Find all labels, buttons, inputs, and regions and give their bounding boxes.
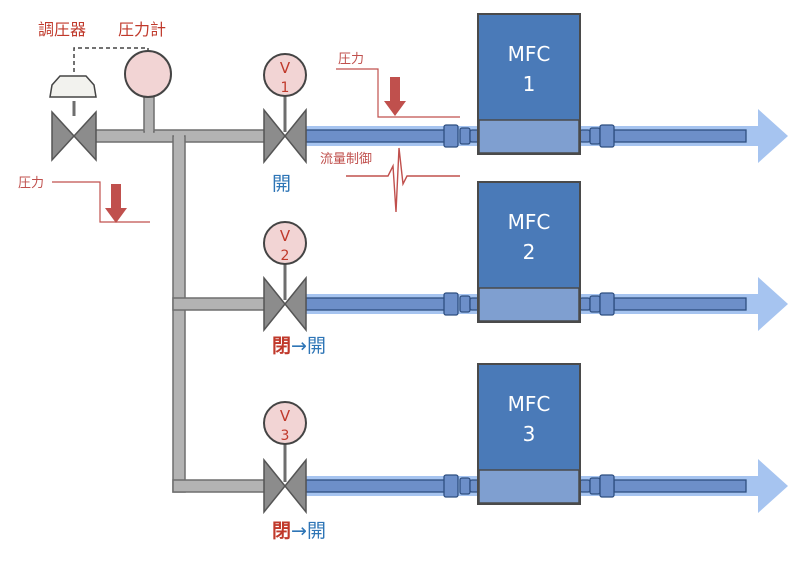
valve-gauge-icon [263, 401, 307, 445]
pressure-right-down-arrow-icon [384, 77, 406, 116]
valve-state-arrow: → [291, 335, 307, 357]
valve-state-open: 開 [307, 520, 326, 542]
tube-segment [305, 129, 447, 143]
valve-body-left [263, 275, 286, 333]
valve-state-arrow: → [291, 520, 307, 542]
valve-number: 2 [281, 248, 290, 264]
mfc-number: 1 [523, 72, 536, 96]
mfc-name: MFC [508, 42, 551, 66]
flow-control-label: 流量制御 [320, 152, 372, 167]
mfc-flow-band [478, 287, 580, 322]
tube-fitting [443, 474, 459, 498]
mfc-name: MFC [508, 392, 551, 416]
pressure-right-leader [336, 68, 460, 118]
valve-state-label: 開 [272, 173, 291, 195]
flow-control-signal-icon [346, 147, 460, 213]
regulator-body-left [51, 110, 76, 162]
tube-fitting [589, 477, 601, 495]
branch-pipe-3 [172, 479, 267, 493]
branch-row-1: MFC 1 V 1 開 [263, 13, 788, 195]
tube-fitting [459, 477, 471, 495]
regulator [49, 75, 97, 162]
valve-number: 1 [281, 80, 290, 96]
mfc-flow-band [478, 119, 580, 154]
valve-state-closed: 閉 [272, 335, 291, 357]
valve-gauge-icon [263, 53, 307, 97]
valve-gauge-icon [263, 221, 307, 265]
tube-fitting [443, 124, 459, 148]
mfc-name: MFC [508, 210, 551, 234]
valve-letter: V [280, 407, 291, 425]
tube-segment [613, 479, 747, 493]
valve-state-label: 閉→開 [272, 520, 326, 542]
tube-segment [305, 479, 447, 493]
valve-state-label: 閉→開 [272, 335, 326, 357]
mfc-number: 3 [523, 422, 536, 446]
regulator-body-right [72, 110, 97, 162]
pressure-left-down-arrow-icon [105, 184, 127, 223]
tube-fitting [459, 127, 471, 145]
valve-number: 3 [281, 428, 290, 444]
mfc-flow-band [478, 469, 580, 504]
gauge-tap-pipe [143, 95, 155, 133]
valve-state-open: 開 [272, 173, 291, 195]
valve-body-left [263, 457, 286, 515]
tube-fitting [589, 127, 601, 145]
supply-piping [93, 95, 267, 493]
tube-segment [613, 129, 747, 143]
regulator-diaphragm [49, 75, 97, 98]
tube-segment [305, 297, 447, 311]
tube-fitting [599, 292, 615, 316]
valve-letter: V [280, 227, 291, 245]
valve-body-left [263, 107, 286, 165]
valve-letter: V [280, 59, 291, 77]
pipe-joint [174, 131, 184, 141]
tube-fitting [459, 295, 471, 313]
pressure-right-label: 圧力 [338, 52, 364, 67]
tube-fitting [579, 297, 591, 311]
regulator-label: 調圧器 [38, 20, 86, 39]
tube-fitting [579, 129, 591, 143]
pressure-left-label: 圧力 [18, 176, 44, 191]
valve-body-right [284, 107, 307, 165]
valve-body-right [284, 275, 307, 333]
valve-body-right [284, 457, 307, 515]
tube-segment [613, 297, 747, 311]
tube-fitting [579, 479, 591, 493]
valve-state-open: 開 [307, 335, 326, 357]
tube-fitting [443, 292, 459, 316]
tube-fitting [599, 124, 615, 148]
tube-fitting [599, 474, 615, 498]
header-pipe [172, 135, 186, 493]
branch-pipe-2 [172, 297, 267, 311]
pipe-joint [174, 299, 184, 309]
tube-fitting [589, 295, 601, 313]
valve-state-closed: 閉 [272, 520, 291, 542]
pressure-left-leader [52, 181, 150, 223]
pressure-gauge-label: 圧力計 [118, 20, 166, 39]
pressure-gauge-icon [124, 50, 172, 98]
mfc-number: 2 [523, 240, 536, 264]
pipe-joint [145, 131, 153, 141]
branch-row-2: MFC 2 V 2 閉→開 [263, 181, 788, 357]
branch-row-3: MFC 3 V 3 閉→開 [263, 363, 788, 542]
